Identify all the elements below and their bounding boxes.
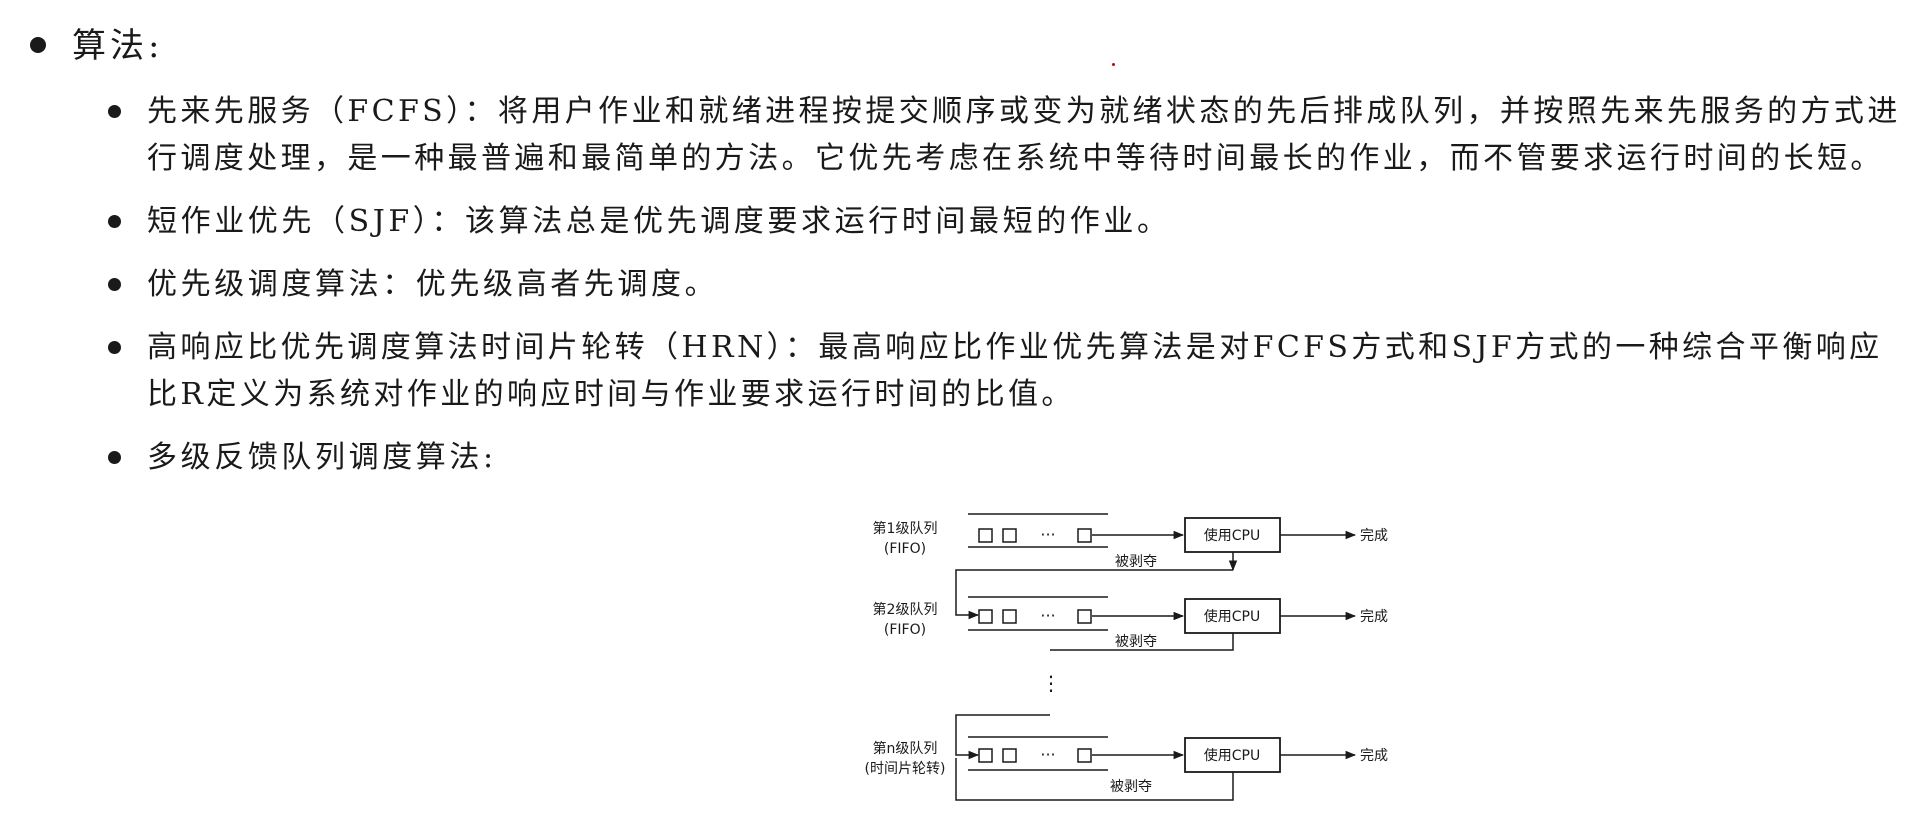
list-item-text: 短作业优先（SJF）：该算法总是优先调度要求运行时间最短的作业。 [147,204,1171,239]
stray-mark [1112,63,1115,66]
queue-job-box [1077,609,1092,624]
done-label-1: 完成 [1360,528,1388,544]
queue-job-box [1077,748,1092,763]
cpu-label-1: 使用CPU [1204,527,1260,544]
queue-job-box [978,528,993,543]
done-label-2: 完成 [1360,609,1388,625]
queue-sublabel-1: (FIFO) [884,541,926,557]
queue-job-box [1002,748,1017,763]
preempt-label-1: 被剥夺 [1115,554,1157,570]
queue-job-box [978,609,993,624]
done-label-n: 完成 [1360,748,1388,764]
queue-label-n: 第n级队列 [873,740,938,757]
preempt-label-2: 被剥夺 [1115,634,1157,650]
preempt-label-n: 被剥夺 [1110,779,1152,795]
list-item-sjf: 短作业优先（SJF）：该算法总是优先调度要求运行时间最短的作业。 [105,198,1905,245]
list-item-text: 高响应比优先调度算法时间片轮转（HRN）：最高响应比作业优先算法是对FCFS方式… [147,330,1883,412]
queue-row-2: 第2级队列 (FIFO) ··· 使用CPU 完成 被剥夺 [873,596,1388,651]
cpu-box-1 [1184,517,1281,553]
list-bullet [108,341,121,354]
list-bullet [108,105,121,118]
queue-sublabel-n: (时间片轮转) [865,761,946,777]
list-bullet [108,451,121,464]
queue-job-box [1077,528,1092,543]
heading-text: 算法: [72,26,164,66]
cpu-box-n [1184,737,1281,773]
list-item-text: 先来先服务（FCFS）：将用户作业和就绪进程按提交顺序或变为就绪状态的先后排成队… [147,94,1901,176]
queue-row-1: 第1级队列 (FIFO) ··· 使用CPU 完成 被剥夺 [873,513,1388,572]
queue-job-box [1002,609,1017,624]
list-item-mlfq: 多级反馈队列调度算法: [105,434,1905,481]
queue-row-n: 第n级队列 (时间片轮转) ··· 使用CPU 完成 被剥夺 [865,736,1388,795]
queue-ellipsis: ··· [1040,745,1055,764]
queue-job-box [978,748,993,763]
cpu-label-2: 使用CPU [1204,608,1260,625]
list-item-text: 多级反馈队列调度算法: [147,440,497,475]
list-bullet [108,278,121,291]
section-heading: 算法: [30,18,163,74]
queue-job-box [1002,528,1017,543]
heading-bullet [30,37,46,53]
list-item-fcfs: 先来先服务（FCFS）：将用户作业和就绪进程按提交顺序或变为就绪状态的先后排成队… [105,88,1905,182]
cpu-box-2 [1184,598,1281,634]
list-item-priority: 优先级调度算法：优先级高者先调度。 [105,261,1905,308]
queue-ellipsis: ··· [1040,606,1055,625]
list-item-text: 优先级调度算法：优先级高者先调度。 [147,267,719,302]
queue-sublabel-2: (FIFO) [884,622,926,638]
queue-ellipsis: ··· [1040,525,1055,544]
list-bullet [108,215,121,228]
algorithm-list: 先来先服务（FCFS）：将用户作业和就绪进程按提交顺序或变为就绪状态的先后排成队… [105,88,1905,497]
list-item-hrn: 高响应比优先调度算法时间片轮转（HRN）：最高响应比作业优先算法是对FCFS方式… [105,324,1905,418]
vertical-ellipsis: ⋮ [1041,671,1061,695]
queue-label-2: 第2级队列 [873,601,938,618]
queue-label-1: 第1级队列 [873,520,938,537]
cpu-label-n: 使用CPU [1204,747,1260,764]
